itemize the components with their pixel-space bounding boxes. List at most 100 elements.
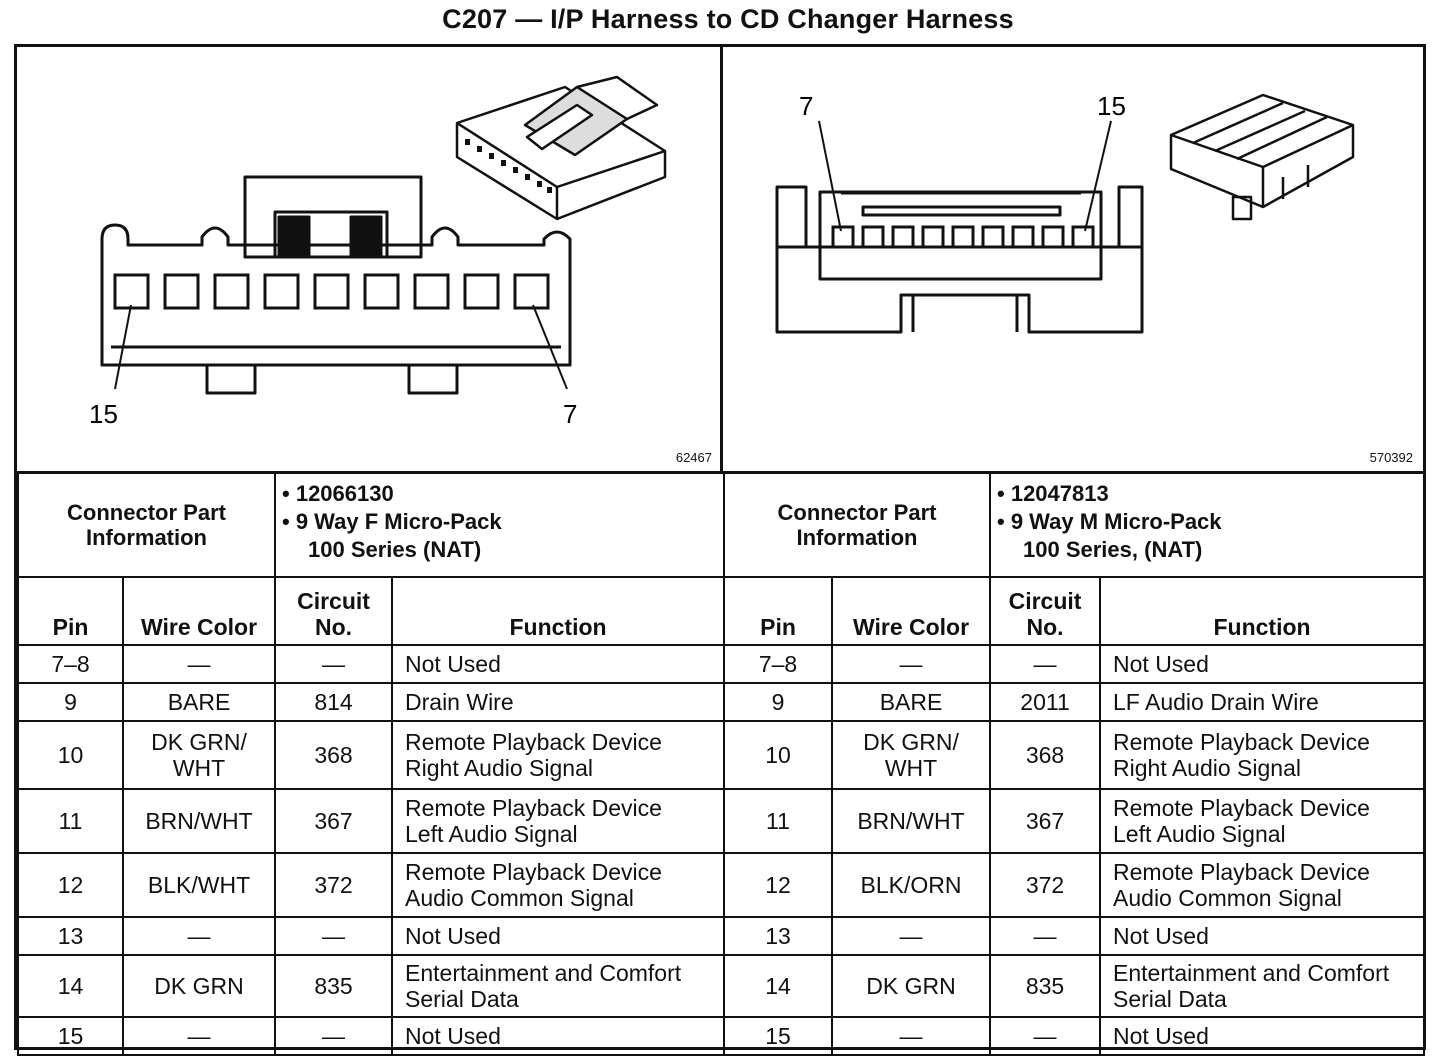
pin-cell: 11 — [723, 788, 833, 854]
wire-color-cell: — — [121, 916, 277, 956]
function-cell: Not Used — [391, 1016, 726, 1056]
wire-color-cell: BLK/WHT — [121, 852, 277, 918]
wire-color-cell: — — [830, 644, 992, 684]
header-row: Pin Wire Color Circuit No. Function — [17, 576, 726, 646]
circuit-cell: 835 — [989, 954, 1102, 1018]
circuit-cell: 2011 — [989, 682, 1102, 722]
col-pin: Pin — [17, 576, 124, 646]
circuit-cell: — — [989, 644, 1102, 684]
col-function: Function — [391, 576, 726, 646]
col-wire-color: Wire Color — [830, 576, 992, 646]
function-cell: Not Used — [1099, 1016, 1426, 1056]
table-row: 7–8 — — Not Used — [723, 644, 1426, 684]
wire-color-cell: BRN/WHT — [121, 788, 277, 854]
table-row: 13 — — Not Used — [723, 916, 1426, 956]
pin-cell: 7–8 — [17, 644, 124, 684]
part-number: • 12066130 — [282, 481, 394, 506]
table-row: 9 BARE 814 Drain Wire — [17, 682, 726, 722]
pin-cell: 15 — [17, 1016, 124, 1056]
right-connector-panel: 7 15 570392 — [723, 47, 1423, 471]
connector-info-label: Connector Part Information — [16, 471, 277, 578]
col-circuit: Circuit No. — [989, 576, 1102, 646]
connector-info: • 12066130 • 9 Way F Micro-Pack 100 Seri… — [274, 471, 726, 578]
table-row: 7–8 — — Not Used — [17, 644, 726, 684]
circuit-cell: 372 — [989, 852, 1102, 918]
pin-label-end: 15 — [1097, 91, 1126, 121]
connector-info-row: Connector Part Information • 12047813 • … — [722, 471, 1426, 578]
function-cell: Not Used — [1099, 644, 1426, 684]
circuit-cell: 368 — [274, 720, 394, 790]
pin-label-end: 7 — [563, 399, 577, 429]
wire-color-cell: DK GRN/ WHT — [121, 720, 277, 790]
pin-cell: 10 — [723, 720, 833, 790]
header-row: Pin Wire Color Circuit No. Function — [723, 576, 1426, 646]
table-row: 15 — — Not Used — [723, 1016, 1426, 1056]
pin-cell: 13 — [17, 916, 124, 956]
connector-info-label: Connector Part Information — [722, 471, 992, 578]
pin-cell: 13 — [723, 916, 833, 956]
pin-label-start: 15 — [89, 399, 118, 429]
pin-label-start: 7 — [799, 91, 813, 121]
table-row: 10 DK GRN/ WHT 368 Remote Playback Devic… — [17, 720, 726, 790]
connector-info-row: Connector Part Information • 12066130 • … — [16, 471, 726, 578]
wire-color-cell: — — [121, 1016, 277, 1056]
circuit-cell: 835 — [274, 954, 394, 1018]
circuit-cell: 372 — [274, 852, 394, 918]
pin-cell: 15 — [723, 1016, 833, 1056]
connector-description: • 9 Way F Micro-Pack — [282, 509, 502, 534]
wire-color-cell: BRN/WHT — [830, 788, 992, 854]
circuit-cell: — — [989, 916, 1102, 956]
pin-cell: 14 — [17, 954, 124, 1018]
function-cell: LF Audio Drain Wire — [1099, 682, 1426, 722]
circuit-cell: — — [274, 916, 394, 956]
connector-series: 100 Series, (NAT) — [1023, 537, 1203, 562]
page-title: C207 — I/P Harness to CD Changer Harness — [442, 4, 1014, 34]
wire-color-cell: DK GRN — [121, 954, 277, 1018]
circuit-cell: 814 — [274, 682, 394, 722]
pin-cell: 9 — [17, 682, 124, 722]
right-pinout-table: Connector Part Information • 12047813 • … — [722, 471, 1426, 1056]
function-cell: Not Used — [1099, 916, 1426, 956]
function-cell: Not Used — [391, 644, 726, 684]
pin-cell: 10 — [17, 720, 124, 790]
wire-color-cell: BARE — [830, 682, 992, 722]
circuit-cell: 368 — [989, 720, 1102, 790]
figure-id: 570392 — [1369, 450, 1413, 465]
wire-color-cell: BLK/ORN — [830, 852, 992, 918]
pin-cell: 14 — [723, 954, 833, 1018]
pin-cell: 9 — [723, 682, 833, 722]
diagram-frame: 15 7 62467 — [14, 44, 1426, 1056]
connector-description: • 9 Way M Micro-Pack — [997, 509, 1222, 534]
col-wire-color: Wire Color — [121, 576, 277, 646]
table-row: 13 — — Not Used — [17, 916, 726, 956]
part-number: • 12047813 — [997, 481, 1109, 506]
circuit-cell: 367 — [989, 788, 1102, 854]
wire-color-cell: BARE — [121, 682, 277, 722]
female-connector-drawing: 15 7 — [89, 75, 667, 429]
circuit-cell: — — [274, 644, 394, 684]
pin-cell: 11 — [17, 788, 124, 854]
connector-series: 100 Series (NAT) — [308, 537, 482, 562]
table-row: 15 — — Not Used — [17, 1016, 726, 1056]
function-cell: Not Used — [391, 916, 726, 956]
col-pin: Pin — [723, 576, 833, 646]
pin-cell: 12 — [17, 852, 124, 918]
pin-cell: 7–8 — [723, 644, 833, 684]
circuit-cell: — — [989, 1016, 1102, 1056]
connector-info: • 12047813 • 9 Way M Micro-Pack 100 Seri… — [989, 471, 1426, 578]
circuit-cell: 367 — [274, 788, 394, 854]
left-pinout-table: Connector Part Information • 12066130 • … — [16, 471, 726, 1056]
table-row: 10 DK GRN/ WHT 368 Remote Playback Devic… — [723, 720, 1426, 790]
wire-color-cell: DK GRN/ WHT — [830, 720, 992, 790]
